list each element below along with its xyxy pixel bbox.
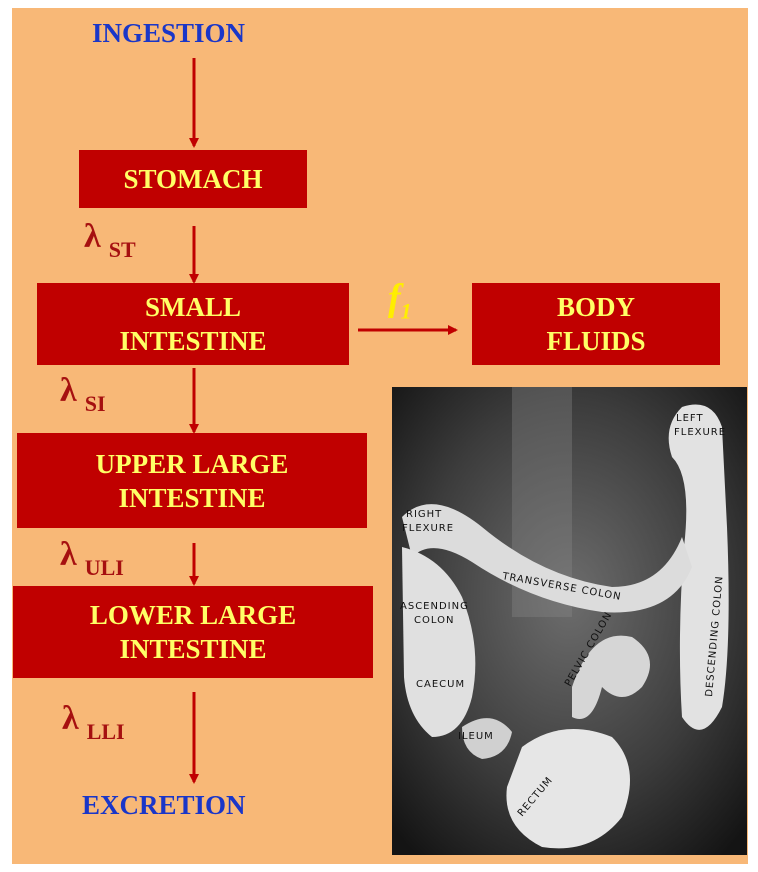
small-intestine-box: SMALL INTESTINE xyxy=(37,283,349,365)
xray-caecum: CAECUM xyxy=(416,679,465,690)
lambda-symbol: λ xyxy=(60,372,77,409)
xray-left-flexure-2: FLEXURE xyxy=(674,427,726,438)
xray-ileum: ILEUM xyxy=(458,731,494,742)
ingestion-label: INGESTION xyxy=(92,18,245,49)
upper-large-intestine-line-1: UPPER LARGE xyxy=(96,447,289,481)
lambda-symbol: λ xyxy=(60,536,77,573)
xray-ascending-colon-1: ASCENDING xyxy=(400,601,469,612)
f1-fraction: f1 xyxy=(388,276,412,325)
upper-large-intestine-box: UPPER LARGE INTESTINE xyxy=(17,433,367,528)
lambda-uli-subscript: ULI xyxy=(85,555,124,580)
f-symbol: f xyxy=(388,277,401,319)
lambda-symbol: λ xyxy=(62,700,79,737)
lower-large-intestine-box: LOWER LARGE INTESTINE xyxy=(13,586,373,678)
lambda-st-subscript: ST xyxy=(109,237,136,262)
stomach-label: STOMACH xyxy=(123,162,262,196)
small-intestine-line-2: INTESTINE xyxy=(119,324,266,358)
xray-right-flexure-2: FLEXURE xyxy=(402,523,454,534)
lower-large-intestine-line-1: LOWER LARGE xyxy=(90,598,296,632)
xray-ascending-colon-2: COLON xyxy=(414,615,454,626)
lambda-si-subscript: SI xyxy=(85,391,106,416)
stomach-box: STOMACH xyxy=(79,150,307,208)
colon-xray-image: LEFT FLEXURE RIGHT FLEXURE TRANSVERSE CO… xyxy=(392,387,747,855)
body-fluids-box: BODY FLUIDS xyxy=(472,283,720,365)
lambda-lli-subscript: LLI xyxy=(87,719,125,744)
xray-right-flexure-1: RIGHT xyxy=(406,509,442,520)
small-intestine-line-1: SMALL xyxy=(145,290,241,324)
body-fluids-line-2: FLUIDS xyxy=(546,324,645,358)
xray-left-flexure-1: LEFT xyxy=(676,413,704,424)
upper-large-intestine-line-2: INTESTINE xyxy=(118,481,265,515)
lower-large-intestine-line-2: INTESTINE xyxy=(119,632,266,666)
lambda-symbol: λ xyxy=(84,218,101,255)
excretion-label: EXCRETION xyxy=(82,790,246,821)
f-subscript: 1 xyxy=(401,299,412,324)
body-fluids-line-1: BODY xyxy=(557,290,635,324)
